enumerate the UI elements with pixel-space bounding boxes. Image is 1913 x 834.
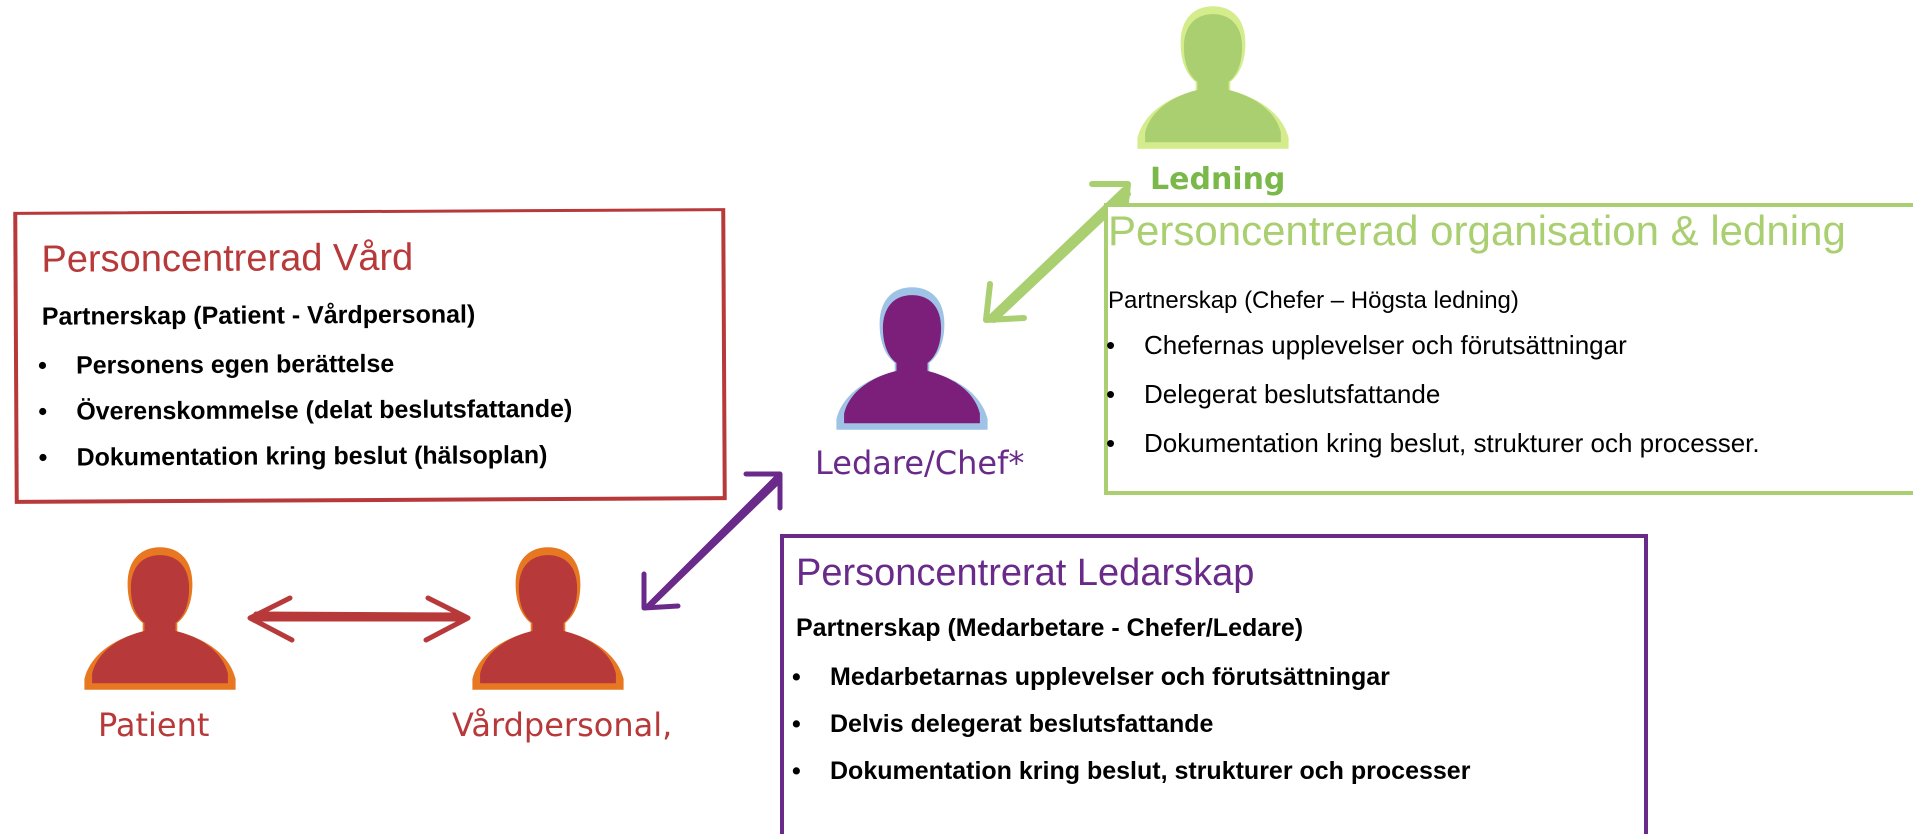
bullet: • xyxy=(792,710,801,738)
list-item: •Dokumentation kring beslut, strukturer … xyxy=(1106,419,1760,468)
bullet: • xyxy=(38,397,48,426)
ledning-person-icon xyxy=(1137,6,1289,149)
list-item: •Personens egen berättelse xyxy=(38,340,572,389)
ledarskap-box-list: •Medarbetarnas upplevelser och förutsätt… xyxy=(792,654,1470,795)
bullet: • xyxy=(792,663,801,691)
list-item: •Dokumentation kring beslut (hälsoplan) xyxy=(38,432,572,481)
list-item: •Dokumentation kring beslut, strukturer … xyxy=(792,748,1470,795)
list-item: •Delegerat beslutsfattande xyxy=(1106,370,1760,419)
organisation-box-title: Personcentrerad organisation & ledning xyxy=(1108,207,1846,254)
vardpersonal-ledare-arrow xyxy=(641,471,783,611)
vardpersonal-person-icon xyxy=(472,547,624,690)
vard-box-subtitle: Partnerskap (Patient - Vårdpersonal) xyxy=(41,300,476,331)
ledare-person-icon xyxy=(836,287,988,430)
patient-vardpersonal-arrow xyxy=(247,595,471,643)
organisation-box-subtitle: Partnerskap (Chefer – Högsta ledning) xyxy=(1108,287,1519,314)
patient-label: Patient xyxy=(98,706,210,744)
ledning-label: Ledning xyxy=(1150,162,1286,197)
bullet: • xyxy=(37,351,47,380)
ledarskap-box: Personcentrerat Ledarskap Partnerskap (M… xyxy=(780,534,1648,834)
organisation-box-list: •Chefernas upplevelser och förutsättning… xyxy=(1106,321,1760,468)
bullet: • xyxy=(792,757,801,785)
list-item: •Chefernas upplevelser och förutsättning… xyxy=(1106,321,1760,370)
list-item: •Delvis delegerat beslutsfattande xyxy=(792,701,1470,748)
ledarskap-box-title: Personcentrerat Ledarskap xyxy=(796,552,1255,594)
vard-box: Personcentrerad Vård Partnerskap (Patien… xyxy=(13,208,727,504)
bullet: • xyxy=(1106,379,1116,409)
ledare-label: Ledare/Chef* xyxy=(815,444,1025,482)
vard-box-title: Personcentrerad Vård xyxy=(41,236,414,281)
ledarskap-box-subtitle: Partnerskap (Medarbetare - Chefer/Ledare… xyxy=(796,614,1304,642)
patient-person-icon xyxy=(84,547,236,690)
vardpersonal-label: Vårdpersonal, xyxy=(452,706,673,744)
list-item: •Medarbetarnas upplevelser och förutsätt… xyxy=(792,654,1470,701)
bullet: • xyxy=(1106,428,1116,458)
organisation-box: Personcentrerad organisation & ledning P… xyxy=(1104,203,1913,495)
list-item: •Överenskommelse (delat beslutsfattande) xyxy=(38,386,572,435)
vard-box-list: •Personens egen berättelse •Överenskomme… xyxy=(38,340,573,481)
bullet: • xyxy=(1106,330,1116,360)
bullet: • xyxy=(38,443,48,472)
